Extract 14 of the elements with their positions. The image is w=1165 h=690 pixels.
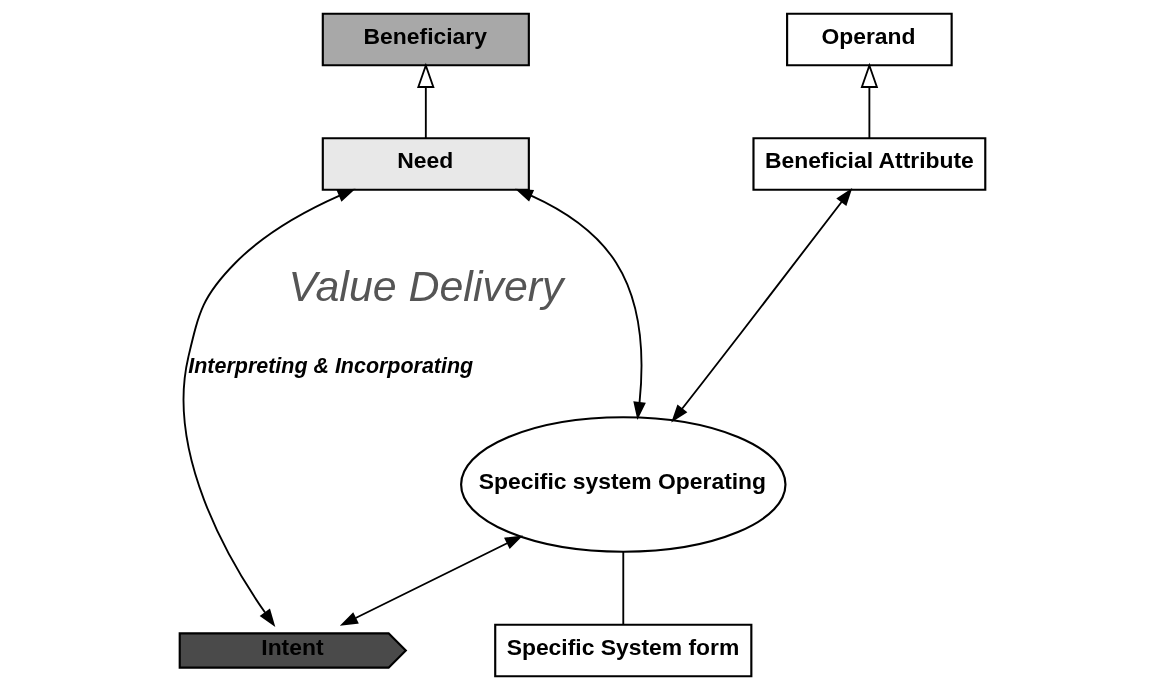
node-box: Operand bbox=[786, 12, 953, 67]
arrow bbox=[182, 188, 356, 627]
node-box: Need bbox=[321, 137, 530, 191]
arrow bbox=[860, 62, 879, 139]
arrow bbox=[515, 188, 646, 420]
node-box: Beneficial Attribute bbox=[752, 137, 987, 191]
arrow bbox=[339, 535, 524, 626]
label: Value Delivery bbox=[288, 262, 564, 311]
arrow bbox=[671, 187, 853, 423]
arrow bbox=[417, 62, 435, 139]
node-box: Specific System form bbox=[494, 623, 753, 678]
edge-label: Interpreting & Incorporating bbox=[188, 353, 474, 378]
connector bbox=[622, 550, 625, 626]
node-box: Beneficiary bbox=[321, 12, 530, 67]
